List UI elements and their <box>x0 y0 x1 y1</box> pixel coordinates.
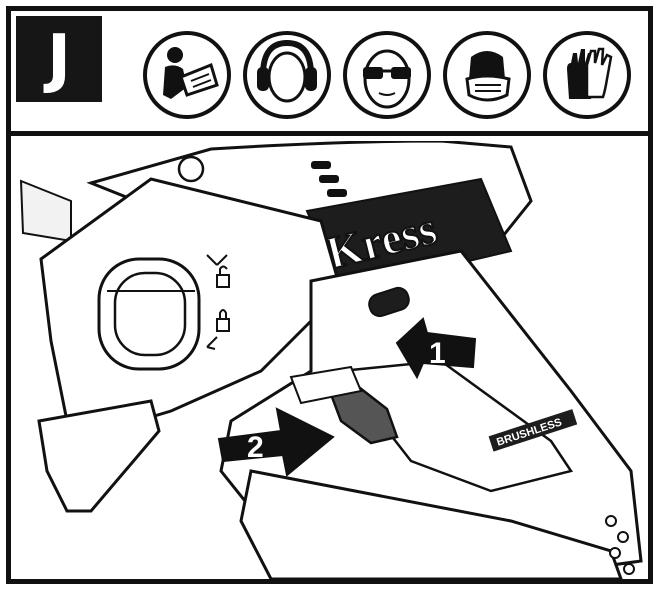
step-letter: J <box>47 22 71 96</box>
unlock-symbol <box>206 254 230 288</box>
tool-illustration: Kress BRUSHLESS <box>19 141 643 579</box>
callout-arrow-1: 1 <box>395 317 477 380</box>
trigger-guard <box>289 365 363 405</box>
dust-mask-icon <box>443 31 531 119</box>
panel-header: J <box>11 11 648 136</box>
tool-rear-edge <box>19 179 72 243</box>
eye-protection-icon <box>343 31 431 119</box>
instruction-panel: J <box>6 6 653 584</box>
step-badge: J <box>16 16 102 102</box>
ppe-icons-row <box>141 29 641 125</box>
lock-symbol <box>206 309 230 350</box>
front-shoe <box>37 399 161 513</box>
battery-indicator-dots <box>605 515 635 575</box>
ear-protection-icon <box>243 31 331 119</box>
brushless-label-bg <box>488 409 578 452</box>
callout-number-1: 1 <box>429 337 446 370</box>
gloves-icon <box>543 31 631 119</box>
read-manual-icon <box>143 31 231 119</box>
callout-arrow-2: 2 <box>217 407 335 477</box>
battery-pack <box>239 469 623 579</box>
lock-off-button <box>368 286 410 318</box>
housing-screw <box>177 155 205 183</box>
callout-number-2: 2 <box>247 431 264 464</box>
clamp-opening-inner <box>113 271 187 357</box>
vent-slots <box>311 161 347 197</box>
